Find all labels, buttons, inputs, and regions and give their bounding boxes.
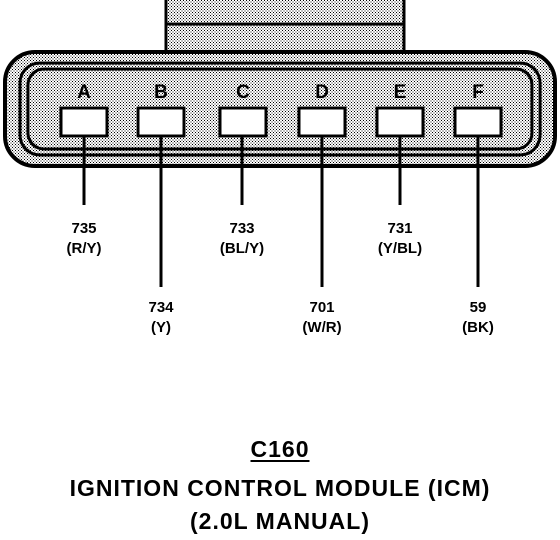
wire-color-a: (R/Y) bbox=[67, 240, 102, 257]
wire-color-d: (W/R) bbox=[302, 319, 341, 336]
pin-letter-f: F bbox=[472, 82, 484, 103]
wire-circuit-b: 734 bbox=[148, 299, 174, 316]
pin-terminal-c bbox=[218, 106, 268, 138]
connector-shell-inner bbox=[18, 61, 542, 157]
wire-color-f: (BK) bbox=[462, 319, 494, 336]
connector-id-text: C160 bbox=[250, 436, 310, 462]
connector-shell-inner-2 bbox=[26, 67, 534, 151]
pin-letter-c: C bbox=[236, 82, 250, 103]
wire-circuit-c: 733 bbox=[229, 220, 254, 237]
pin-letter-b: B bbox=[154, 82, 168, 103]
module-variant: (2.0L MANUAL) bbox=[190, 508, 370, 534]
wire-circuit-a: 735 bbox=[71, 220, 96, 237]
pin-letter-a: A bbox=[77, 82, 91, 103]
pin-terminal-f bbox=[453, 106, 503, 138]
wire-circuit-d: 701 bbox=[309, 299, 334, 316]
harness-boot bbox=[164, 0, 406, 56]
connector-id: C160 bbox=[0, 436, 560, 463]
wire-color-c: (BL/Y) bbox=[220, 240, 264, 257]
module-name: IGNITION CONTROL MODULE (ICM) bbox=[69, 475, 491, 501]
pin-terminal-a bbox=[59, 106, 109, 138]
pin-terminal-d bbox=[297, 106, 347, 138]
wire-color-e: (Y/BL) bbox=[378, 240, 422, 257]
pin-letter-e: E bbox=[394, 82, 407, 103]
wire-color-b: (Y) bbox=[151, 319, 171, 336]
pin-letter-d: D bbox=[315, 82, 329, 103]
pin-terminal-b bbox=[136, 106, 186, 138]
wire-circuit-f: 59 bbox=[470, 299, 487, 316]
pin-terminal-e bbox=[375, 106, 425, 138]
wire-circuit-e: 731 bbox=[387, 220, 412, 237]
